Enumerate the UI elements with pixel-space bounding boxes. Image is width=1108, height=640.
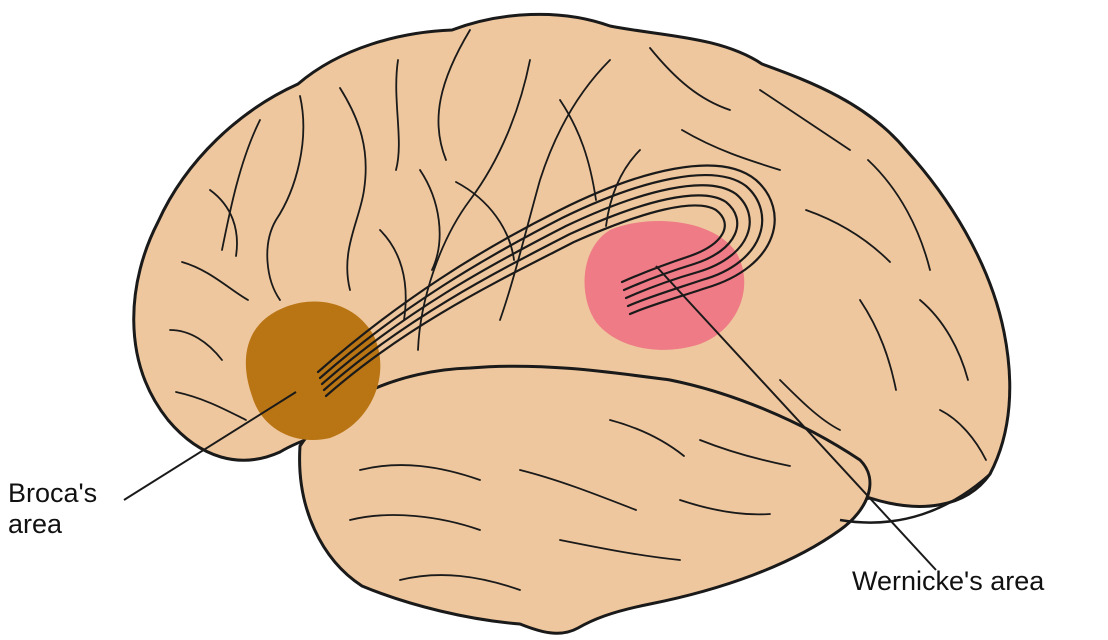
- broca-area-label: Broca's area: [8, 478, 97, 540]
- wernicke-area-patch: [584, 221, 744, 350]
- wernicke-area-label: Wernicke's area: [852, 566, 1044, 597]
